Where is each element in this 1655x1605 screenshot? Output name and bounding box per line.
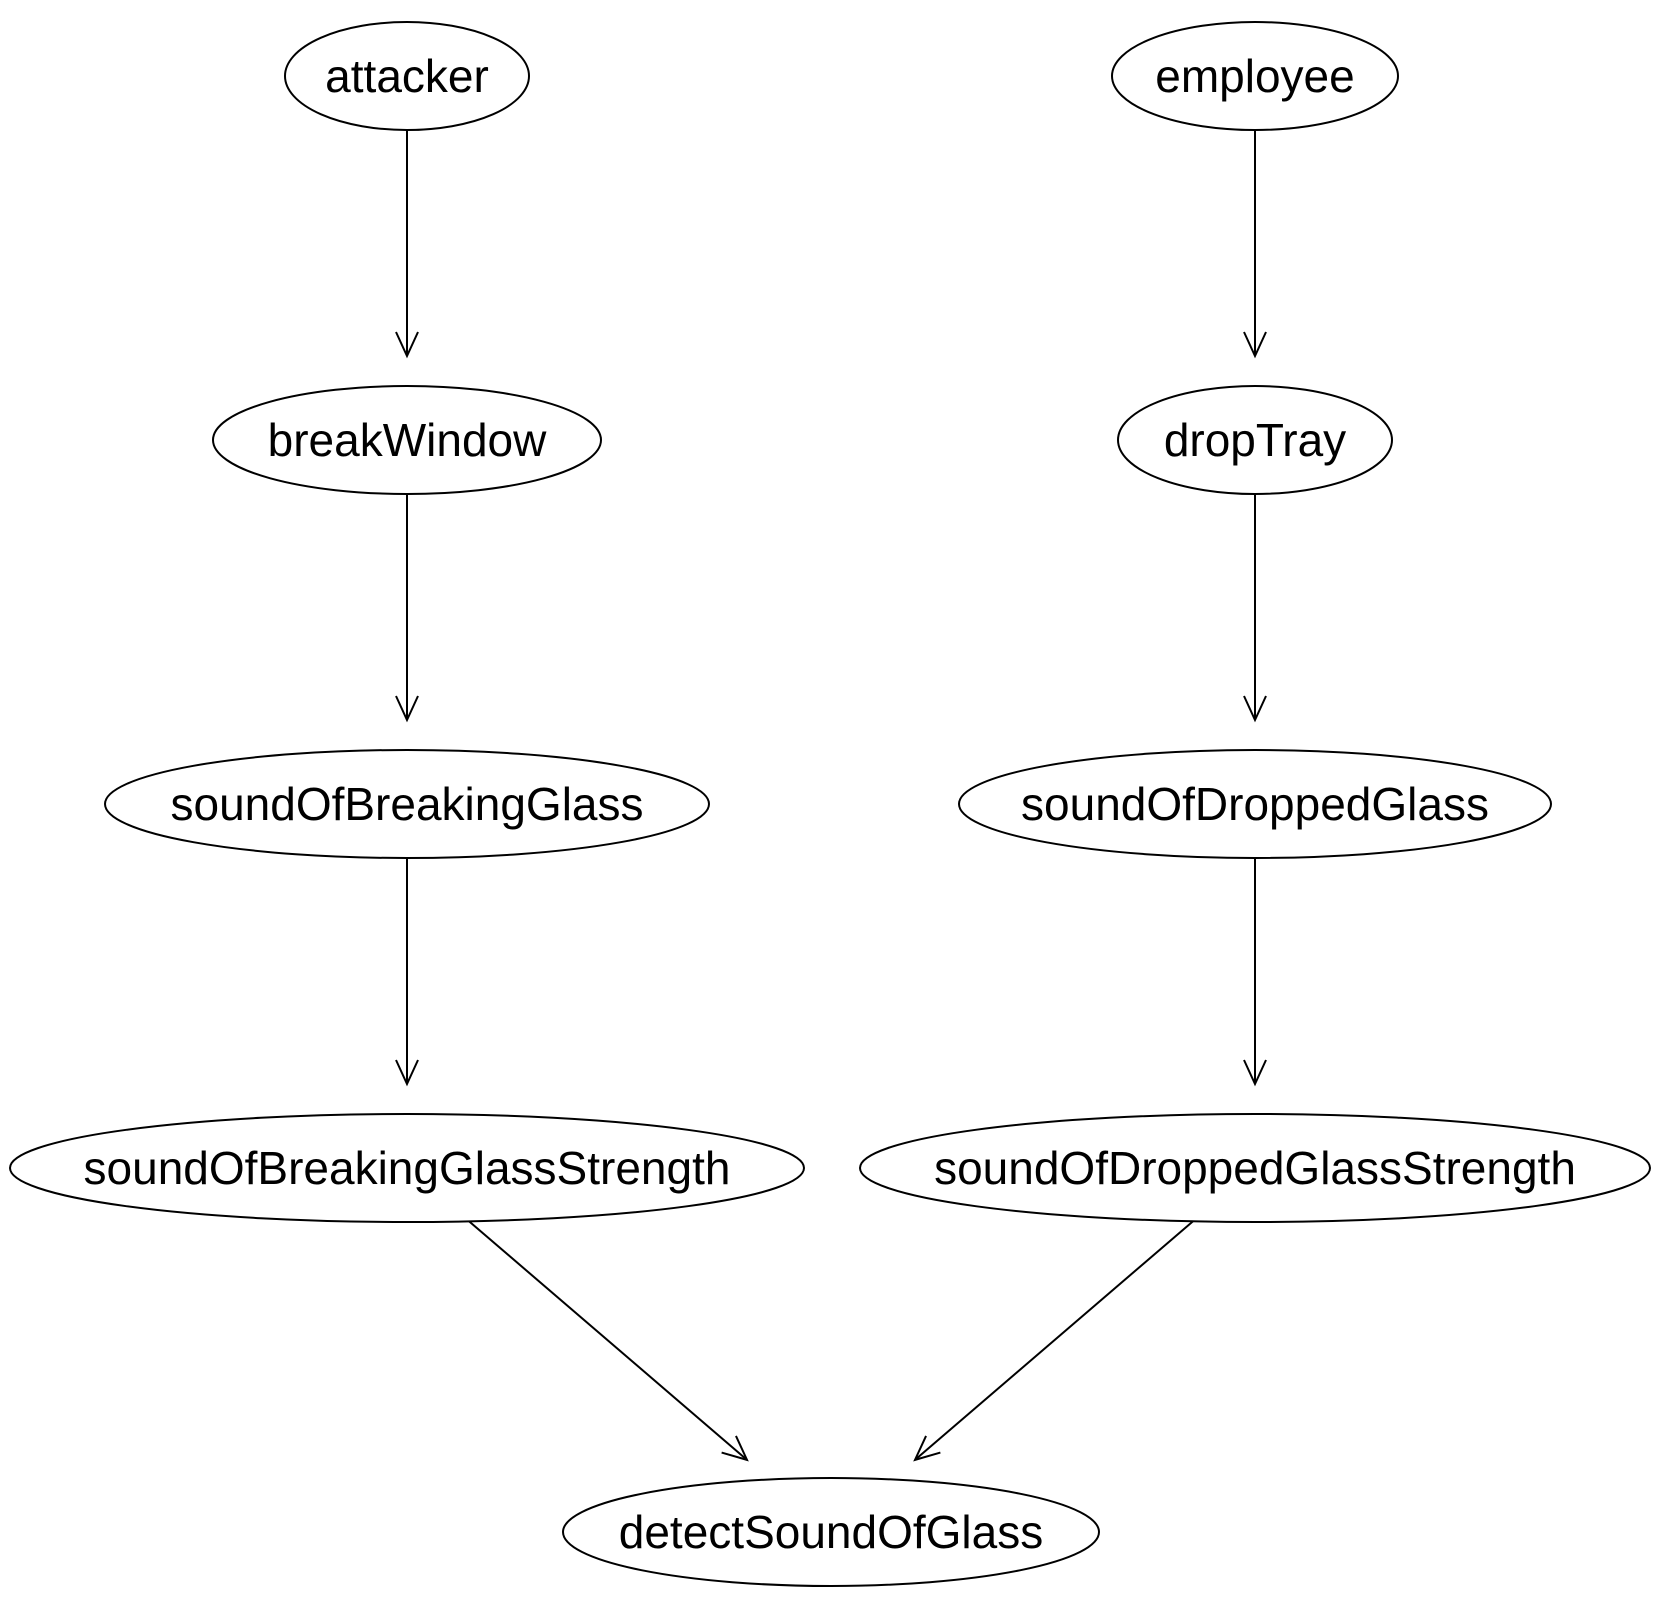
arrowhead-icon (913, 1435, 941, 1462)
node-employee: employee (1111, 21, 1399, 131)
node-breakWindow: breakWindow (212, 385, 602, 495)
node-label: soundOfDroppedGlass (1021, 778, 1489, 830)
edge-line (468, 1220, 748, 1461)
arrowhead-icon (395, 695, 419, 723)
arrowhead-icon (395, 331, 419, 359)
node-ellipse (104, 749, 710, 859)
edges-layer (395, 130, 1267, 1462)
node-ellipse (958, 749, 1552, 859)
node-ellipse (1117, 385, 1393, 495)
node-attacker: attacker (284, 21, 530, 131)
arrowhead-icon (1243, 1059, 1267, 1087)
node-label: soundOfBreakingGlass (170, 778, 643, 830)
arrowhead-icon (395, 1059, 419, 1087)
edge-attacker-to-breakWindow (395, 130, 419, 359)
node-dropTray: dropTray (1117, 385, 1393, 495)
edge-dropTray-to-soundOfDroppedGlass (1243, 494, 1267, 723)
nodes-layer: attacker employee breakWindow dropTray sound… (9, 21, 1651, 1587)
node-soundOfBreakingGlass: soundOfBreakingGlass (104, 749, 710, 859)
node-ellipse (9, 1113, 805, 1223)
node-label: soundOfDroppedGlassStrength (934, 1142, 1576, 1194)
node-soundOfDroppedGlassStrength: soundOfDroppedGlassStrength (859, 1113, 1651, 1223)
node-label: attacker (325, 50, 489, 102)
node-ellipse (284, 21, 530, 131)
node-ellipse (212, 385, 602, 495)
arrowhead-icon (1243, 331, 1267, 359)
node-ellipse (1111, 21, 1399, 131)
arrowhead-icon (721, 1435, 749, 1462)
node-detectSoundOfGlass: detectSoundOfGlass (562, 1477, 1100, 1587)
node-soundOfDroppedGlass: soundOfDroppedGlass (958, 749, 1552, 859)
edge-soundOfDroppedGlassStrength-to-detectSoundOfGlass (913, 1220, 1194, 1462)
edge-employee-to-dropTray (1243, 130, 1267, 359)
node-label: dropTray (1164, 414, 1346, 466)
node-ellipse (562, 1477, 1100, 1587)
edge-soundOfBreakingGlass-to-soundOfBreakingGlassStrength (395, 858, 419, 1087)
node-label: soundOfBreakingGlassStrength (84, 1142, 731, 1194)
edge-line (914, 1220, 1194, 1461)
edge-breakWindow-to-soundOfBreakingGlass (395, 494, 419, 723)
node-label: employee (1155, 50, 1354, 102)
arrowhead-icon (1243, 695, 1267, 723)
edge-soundOfDroppedGlass-to-soundOfDroppedGlassStrength (1243, 858, 1267, 1087)
node-soundOfBreakingGlassStrength: soundOfBreakingGlassStrength (9, 1113, 805, 1223)
edge-soundOfBreakingGlassStrength-to-detectSoundOfGlass (468, 1220, 749, 1462)
node-label: breakWindow (268, 414, 547, 466)
node-ellipse (859, 1113, 1651, 1223)
node-label: detectSoundOfGlass (619, 1506, 1043, 1558)
